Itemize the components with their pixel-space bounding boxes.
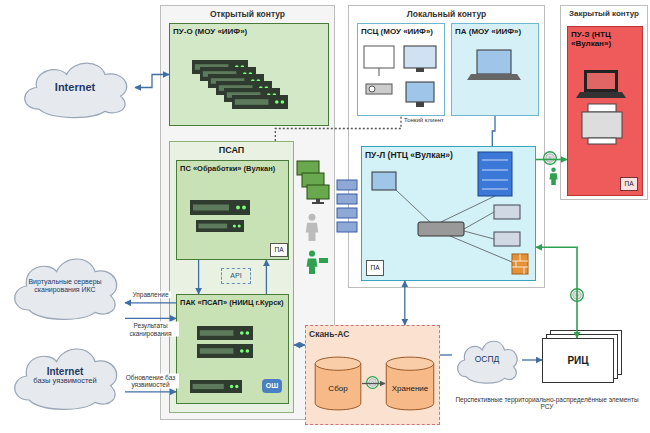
user-icon xyxy=(306,214,319,241)
server-stack xyxy=(192,60,288,109)
connector xyxy=(266,260,267,294)
database-cylinder: Хранение xyxy=(385,356,435,411)
laptop-icon xyxy=(467,50,521,80)
internet-cloud: Internetбазы уязвимостей xyxy=(5,340,125,412)
connector xyxy=(198,260,199,294)
center-box: РИЦ xyxy=(542,338,614,383)
gateway-badge: ОШ xyxy=(262,379,282,393)
cd-media xyxy=(367,152,584,389)
node-title: ПА xyxy=(370,264,379,271)
closed-workstation xyxy=(576,70,626,144)
workstation-stack xyxy=(337,180,357,232)
node-title: ПС «Обработки» (Вулкан) xyxy=(180,165,275,174)
note-label: Тонкий клиент xyxy=(404,117,450,124)
node-title: Локальный контур xyxy=(407,10,486,20)
cylinder-shape xyxy=(385,356,435,411)
connector xyxy=(440,354,452,355)
node-title: Сбор xyxy=(328,384,347,393)
node-title: API xyxy=(230,272,241,280)
node-title: Хранение xyxy=(392,384,428,393)
edge-label: Результаты сканирования xyxy=(123,322,179,337)
node-title: ПСЦ (МОУ «ИИФ») xyxy=(361,27,433,36)
agent-box: ПА xyxy=(620,177,638,191)
edge-label: Обновление баз уязвимостей xyxy=(123,373,179,388)
note-label: Перспективные территориально-распределён… xyxy=(452,396,642,411)
server-icon xyxy=(190,200,253,393)
connector xyxy=(536,247,577,338)
node-title: ПУ-О (МОУ «ИИФ») xyxy=(173,27,247,36)
node-title: Открытый контур xyxy=(210,10,285,20)
node-title: ОСПД xyxy=(475,355,500,365)
connector xyxy=(125,302,176,303)
node-title: Виртуальные серверы сканирования ИКС xyxy=(19,278,111,294)
server-cloud: Виртуальные серверы сканирования ИКС xyxy=(5,250,125,322)
closed-contour: Закрытый контурПУ-З (НТЦ «Вулкан») ПА xyxy=(560,5,648,200)
agent-box: ПА xyxy=(270,243,288,257)
node-title: ПУ-Л (НТЦ «Вулкан») xyxy=(365,151,453,161)
node-title: ПА (МОУ «ИИФ») xyxy=(455,27,521,36)
connector xyxy=(536,159,567,161)
agent-box: ПА xyxy=(366,260,384,276)
admin-icon xyxy=(307,251,328,274)
edge-label: Управление xyxy=(130,291,170,298)
internet-cloud: Internet xyxy=(15,55,135,120)
connector xyxy=(522,359,542,360)
network-cloud: ОСПД xyxy=(452,335,522,385)
database-cylinder: Сбор xyxy=(314,356,362,411)
connector xyxy=(294,344,305,345)
node-title: ПСАП xyxy=(219,145,245,155)
api-box: API xyxy=(221,268,251,284)
node-title: Закрытый контур xyxy=(569,9,639,18)
node-title: Internet xyxy=(47,366,84,378)
storage-system: Скань-АС Сбор Хранение xyxy=(305,325,440,425)
display-icons xyxy=(364,46,436,107)
node-title: Скань-АС xyxy=(309,330,349,340)
local-network xyxy=(372,152,528,274)
node-title: Internet xyxy=(55,81,95,94)
connector xyxy=(362,383,385,384)
node-title: ПАК «ПСАП» (НИИЦ г.Курск) xyxy=(180,299,284,308)
connector xyxy=(135,75,169,88)
node-subtitle: базы уязвимостей xyxy=(33,377,96,386)
node-title: РИЦ xyxy=(567,355,588,367)
node-title: ПА xyxy=(624,180,633,187)
node-title: ПА xyxy=(274,246,283,253)
monitor-icons xyxy=(297,161,329,204)
system-box: ПСАП ПС «Обработки» (Вулкан) ПА API ПАК «ПСА… xyxy=(169,141,294,413)
connector xyxy=(125,391,176,392)
cylinder-shape xyxy=(314,356,362,411)
node-title: ПУ-З (НТЦ «Вулкан») xyxy=(571,30,639,48)
connector xyxy=(404,281,405,325)
operator-icon xyxy=(549,167,557,185)
connector xyxy=(125,318,176,319)
connector xyxy=(275,116,401,141)
connector xyxy=(492,116,495,146)
